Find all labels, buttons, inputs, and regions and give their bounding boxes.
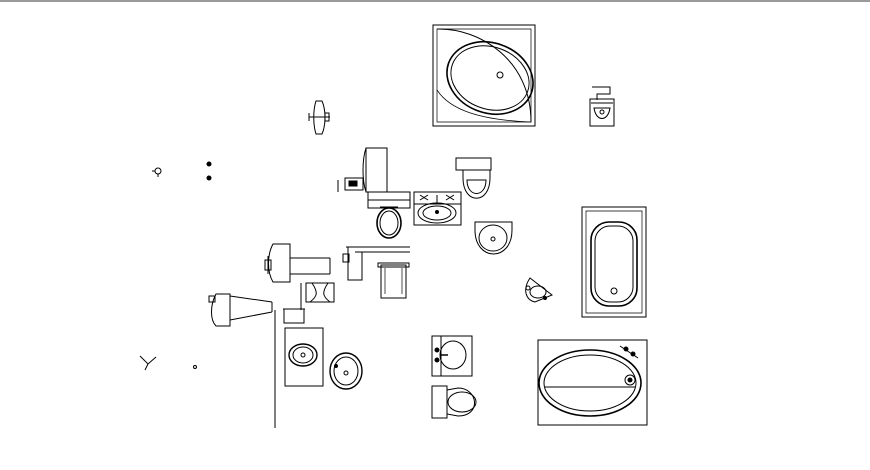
basin-counter-plan — [432, 336, 472, 376]
countertop-basin-plan — [285, 328, 323, 386]
round-basin-small — [377, 207, 401, 238]
pedestal-element — [283, 283, 334, 323]
round-basin-plan — [475, 222, 512, 254]
faucet-symbols-lower — [140, 356, 197, 370]
corner-basin-plan — [526, 278, 552, 302]
oval-bathtub-plan — [538, 340, 647, 425]
wall-spout-elevation — [343, 247, 410, 298]
toilet-plan — [456, 158, 491, 198]
pedestal-basin-side-left — [265, 244, 330, 282]
rectangular-bathtub-plan — [582, 207, 646, 317]
corner-bathtub — [433, 25, 543, 126]
top-rule — [0, 0, 870, 2]
faucet-symbols-left — [152, 162, 211, 180]
oval-basin-plan — [330, 353, 362, 389]
vanity-basin-plan — [414, 192, 461, 225]
pedestal-basin-elevation — [338, 148, 410, 208]
toilet-with-cistern-plan — [432, 386, 476, 418]
pedestal-basin-side-lower — [209, 294, 272, 326]
small-basin-elevation — [590, 87, 614, 126]
wall-hung-basin-side — [309, 101, 330, 134]
